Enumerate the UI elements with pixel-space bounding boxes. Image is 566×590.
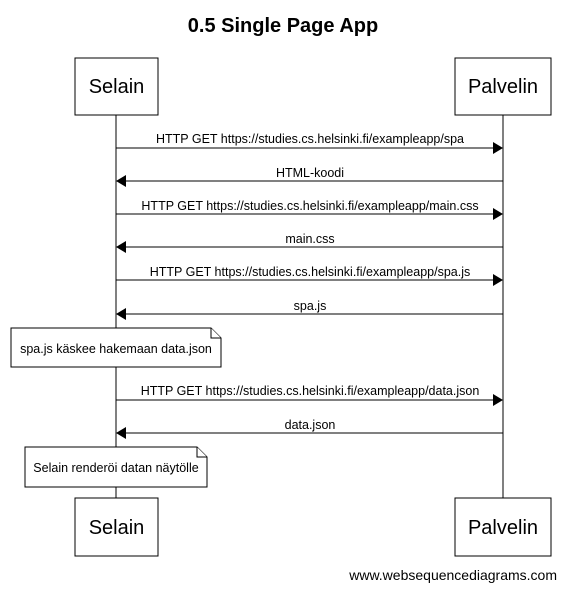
arrow-left-icon — [116, 241, 126, 253]
arrow-left-icon — [116, 175, 126, 187]
actor-browser-top-label: Selain — [89, 76, 145, 98]
diagram-title: 0.5 Single Page App — [188, 15, 378, 37]
message-label: spa.js — [294, 299, 327, 313]
message-label: data.json — [285, 418, 336, 432]
message-label: HTML-koodi — [276, 166, 344, 180]
message-label: HTTP GET https://studies.cs.helsinki.fi/… — [141, 384, 480, 398]
arrow-right-icon — [493, 142, 503, 154]
actor-server-top-label: Palvelin — [468, 76, 538, 98]
message-4: main.css — [116, 232, 503, 253]
message-2: HTML-koodi — [116, 166, 503, 187]
arrow-right-icon — [493, 394, 503, 406]
actor-browser-bottom: Selain — [74, 497, 159, 557]
note-label: Selain renderöi datan näytölle — [33, 461, 198, 475]
note-1: spa.js käskee hakemaan data.json — [10, 327, 222, 368]
actor-browser-top: Selain — [74, 57, 159, 116]
arrow-right-icon — [493, 274, 503, 286]
note-label: spa.js käskee hakemaan data.json — [20, 342, 212, 356]
actor-server-bottom-label: Palvelin — [468, 517, 538, 539]
arrow-right-icon — [493, 208, 503, 220]
note-2: Selain renderöi datan näytölle — [24, 446, 208, 488]
message-6: spa.js — [116, 299, 503, 320]
message-label: main.css — [285, 232, 334, 246]
message-3: HTTP GET https://studies.cs.helsinki.fi/… — [116, 199, 503, 220]
arrow-left-icon — [116, 427, 126, 439]
message-label: HTTP GET https://studies.cs.helsinki.fi/… — [156, 132, 464, 146]
actor-browser-bottom-label: Selain — [89, 517, 145, 539]
watermark: www.websequencediagrams.com — [348, 567, 557, 583]
actor-server-top: Palvelin — [454, 57, 552, 116]
message-1: HTTP GET https://studies.cs.helsinki.fi/… — [116, 132, 503, 154]
message-label: HTTP GET https://studies.cs.helsinki.fi/… — [150, 265, 471, 279]
message-7: HTTP GET https://studies.cs.helsinki.fi/… — [116, 384, 503, 406]
message-5: HTTP GET https://studies.cs.helsinki.fi/… — [116, 265, 503, 286]
message-8: data.json — [116, 418, 503, 439]
actor-server-bottom: Palvelin — [454, 497, 552, 557]
arrow-left-icon — [116, 308, 126, 320]
message-label: HTTP GET https://studies.cs.helsinki.fi/… — [141, 199, 478, 213]
